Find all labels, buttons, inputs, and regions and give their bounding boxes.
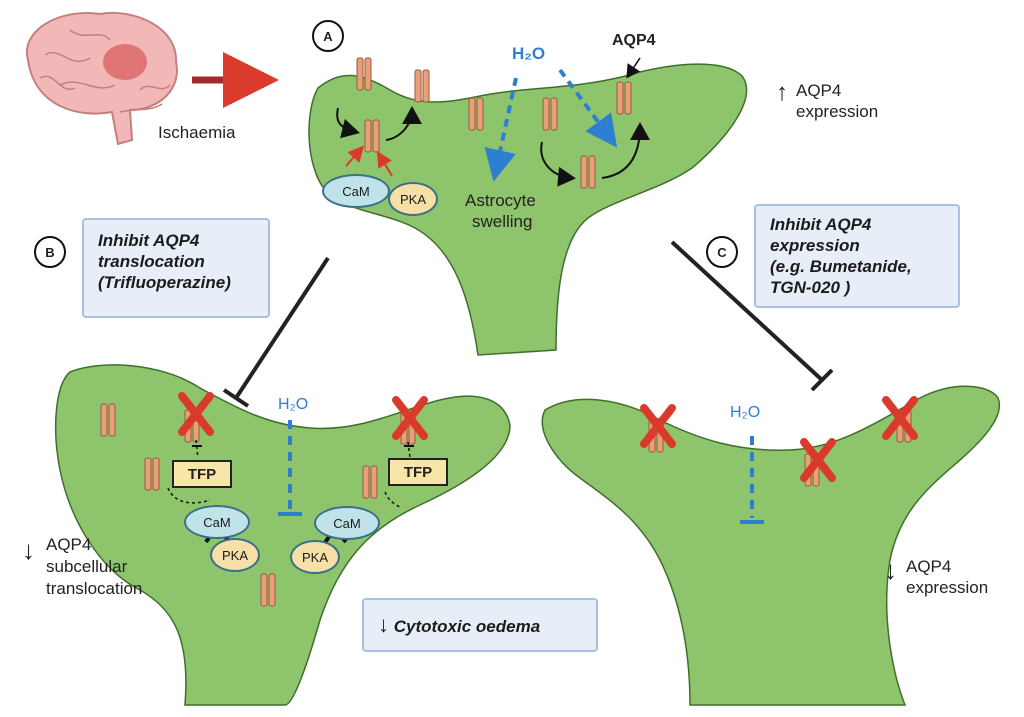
down-arrow-icon: ↓: [22, 535, 35, 565]
ischaemia-label: Ischaemia: [158, 123, 236, 142]
astrocyte-swelling-line1: Astrocyte: [465, 191, 536, 210]
inhibit-expression-line1: Inhibit AQP4: [770, 215, 872, 234]
pka-protein-right: PKA: [290, 540, 340, 574]
cam-protein-right: CaM: [314, 506, 380, 540]
inhibit-translocation-line2: translocation: [98, 252, 205, 271]
astrocyte-swelling-line2: swelling: [472, 212, 533, 231]
astrocyte-bottom-right: [541, 385, 1001, 706]
water-label-bottom-left: H₂O: [278, 396, 309, 413]
inhibit-translocation-line1: Inhibit AQP4: [98, 231, 200, 250]
inhibit-expression-line2: expression: [770, 236, 860, 255]
tfp-box-left: TFP: [172, 460, 232, 488]
down-translocation-line2: subcellular: [46, 557, 128, 576]
inhibit-line-c: [670, 240, 824, 382]
up-expression-line1: AQP4: [796, 81, 842, 100]
up-arrow-icon: ↑: [776, 79, 788, 106]
aqp4-label: AQP4: [612, 32, 656, 49]
down-translocation-line1: AQP4: [46, 535, 92, 554]
cytotoxic-oedema-box: ↓ Cytotoxic oedema: [362, 598, 598, 652]
panel-a-marker: A: [312, 20, 344, 52]
water-label-bottom-right: H₂O: [730, 404, 761, 421]
cam-protein-top: CaM: [322, 174, 390, 208]
pka-protein-left: PKA: [210, 538, 260, 572]
cam-protein-left: CaM: [184, 505, 250, 539]
up-expression-line2: expression: [796, 102, 879, 121]
inhibit-translocation-line3: (Trifluoperazine): [98, 273, 231, 292]
down-expression-line2: expression: [906, 578, 989, 597]
down-expression-line1: AQP4: [906, 557, 952, 576]
inhibit-translocation-box: Inhibit AQP4 translocation (Trifluoperaz…: [82, 218, 270, 318]
inhibit-expression-box: Inhibit AQP4 expression (e.g. Bumetanide…: [754, 204, 960, 308]
panel-b-marker: B: [34, 236, 66, 268]
brain-illustration: [25, 11, 178, 146]
inhibit-expression-line4: TGN-020 ): [770, 278, 851, 297]
pka-protein-top: PKA: [388, 182, 438, 216]
down-translocation-line3: translocation: [46, 579, 143, 598]
water-label-top: H₂O: [512, 44, 546, 63]
cytotoxic-down-arrow-icon: ↓: [378, 612, 389, 637]
inhibit-line-b: [234, 256, 330, 400]
panel-c-marker: C: [706, 236, 738, 268]
tfp-box-right: TFP: [388, 458, 448, 486]
cytotoxic-oedema-label: Cytotoxic oedema: [393, 617, 541, 636]
down-expression-arrow-icon: ↓: [884, 555, 897, 585]
inhibit-expression-line3: (e.g. Bumetanide,: [770, 257, 912, 276]
astrocyte-bottom-left: [54, 364, 511, 706]
